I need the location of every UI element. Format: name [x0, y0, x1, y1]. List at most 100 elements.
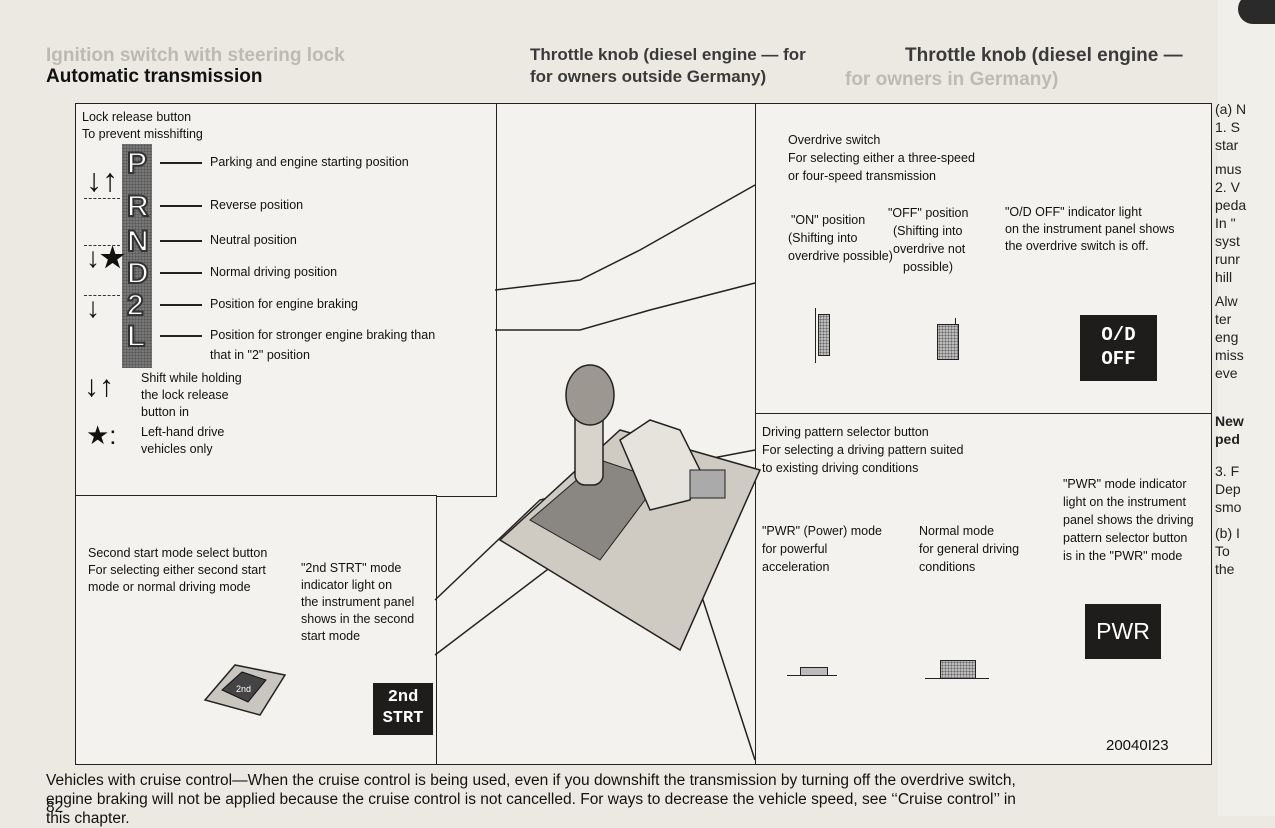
- pwr-mode-line2: for powerful: [762, 542, 828, 556]
- note-line-3: this chapter.: [46, 810, 130, 827]
- legend-arrows-icon: ↓↑: [84, 370, 114, 403]
- edge-fragment: star: [1215, 137, 1239, 153]
- gate-label-d: Normal driving position: [210, 265, 338, 279]
- 2nd-strt-indicator-lamp: 2nd STRT: [373, 683, 433, 735]
- gate-label-r: Reverse position: [210, 198, 304, 212]
- pattern-title: Driving pattern selector button: [762, 425, 929, 439]
- normal-mode-line1: Normal mode: [919, 524, 995, 538]
- ghost-heading-left: Ignition switch with steering lock: [46, 45, 345, 66]
- edge-fragment: ped: [1215, 431, 1240, 447]
- star-icon: ★:: [86, 420, 117, 450]
- gate-letter-r: R: [126, 189, 150, 224]
- gate-label-l: Position for stronger engine braking tha…: [210, 328, 436, 342]
- page-shadow: [1238, 0, 1275, 24]
- pattern-desc1: For selecting a driving pattern suited: [762, 443, 964, 457]
- od-off-line1: "OFF" position: [888, 206, 969, 220]
- figure-id: 20040I23: [1106, 737, 1169, 754]
- second-start-button-illustration: 2nd: [203, 664, 287, 716]
- legend-shift-line2: the lock release: [141, 388, 229, 402]
- pwr-ind-line2: light on the instrument: [1063, 495, 1186, 509]
- ghost-heading-right-1: Throttle knob (diesel engine —: [905, 45, 1183, 66]
- gate-label-2: Position for engine braking: [210, 297, 359, 311]
- pwr-indicator-lamp: PWR: [1085, 604, 1161, 659]
- od-lamp-line1: O/D: [1101, 324, 1136, 346]
- second-start-ind-4: shows in the second: [301, 612, 415, 626]
- gate-leader-line: [160, 205, 202, 207]
- edge-fragment: 2. V: [1215, 179, 1240, 195]
- overdrive-desc2: or four-speed transmission: [788, 169, 936, 183]
- gate-leader-line: [160, 162, 202, 164]
- ghost-heading-mid-2: for owners outside Germany): [530, 67, 767, 86]
- second-start-desc2: mode or normal driving mode: [88, 580, 251, 594]
- second-start-ind-3: the instrument panel: [301, 595, 415, 609]
- second-start-ind-5: start mode: [301, 629, 361, 643]
- legend-shift-line3: button in: [141, 405, 189, 419]
- od-indicator-line1: "O/D OFF" indicator light: [1005, 205, 1142, 219]
- gate-letter-2: 2: [126, 288, 145, 323]
- normal-mode-line3: conditions: [919, 560, 976, 574]
- gate-label-p: Parking and engine starting position: [210, 155, 409, 169]
- second-start-title: Second start mode select button: [88, 546, 268, 560]
- pwr-ind-line3: panel shows the driving: [1063, 513, 1194, 527]
- gate-letter-d: D: [126, 256, 150, 291]
- shift-arrow-2: ↓: [86, 292, 100, 323]
- edge-fragment: (b) I: [1215, 525, 1240, 541]
- lock-release-label: Lock release button: [82, 110, 192, 124]
- note-line-2: engine braking will not be applied becau…: [46, 791, 1016, 808]
- 2nd-strt-lamp-line1: 2nd: [387, 688, 419, 707]
- gate-leader-line: [160, 240, 202, 242]
- edge-fragment: Dep: [1215, 481, 1241, 497]
- cruise-control-note: Vehicles with cruise control—When the cr…: [46, 771, 1016, 828]
- normal-switch-button: [940, 660, 976, 679]
- gate-leader-line: [160, 272, 202, 274]
- gate-leader-line: [160, 335, 202, 337]
- od-on-line2: (Shifting into: [788, 231, 858, 245]
- od-switch-off-button: [937, 324, 959, 360]
- od-off-line4: possible): [903, 260, 954, 274]
- od-on-line1: "ON" position: [791, 213, 866, 227]
- edge-fragment: (a) N: [1215, 101, 1247, 117]
- od-indicator-line3: the overdrive switch is off.: [1005, 239, 1149, 253]
- od-off-indicator-lamp: O/D OFF: [1080, 315, 1157, 381]
- edge-fragment: Alw: [1215, 293, 1238, 309]
- edge-fragment: eve: [1215, 365, 1238, 381]
- misshift-label: To prevent misshifting: [82, 127, 203, 141]
- second-start-ind-2: indicator light on: [301, 578, 393, 592]
- edge-fragment: In ": [1215, 215, 1236, 231]
- pattern-desc2: to existing driving conditions: [762, 461, 919, 475]
- edge-fragment: smo: [1215, 499, 1242, 515]
- od-indicator-line2: on the instrument panel shows: [1005, 222, 1175, 236]
- page-number: 82: [46, 799, 64, 816]
- od-switch-on-button: [818, 314, 830, 356]
- pwr-ind-line1: "PWR" mode indicator: [1063, 477, 1187, 491]
- gate-letter-l: L: [126, 319, 146, 354]
- legend-star-line2: vehicles only: [141, 442, 213, 456]
- od-off-line3: overdrive not: [893, 242, 966, 256]
- edge-fragment: 3. F: [1215, 463, 1240, 479]
- edge-fragment: runr: [1215, 251, 1240, 267]
- edge-fragment: the: [1215, 561, 1235, 577]
- edge-fragment: New: [1215, 413, 1244, 429]
- edge-fragment: ter: [1215, 311, 1232, 327]
- edge-fragment: mus: [1215, 161, 1242, 177]
- shift-gate: [122, 144, 152, 368]
- edge-fragment: To: [1215, 543, 1230, 559]
- pwr-ind-line4: pattern selector button: [1063, 531, 1188, 545]
- edge-fragment: syst: [1215, 233, 1240, 249]
- note-line-1: Vehicles with cruise control—When the cr…: [46, 772, 1016, 789]
- dash-2: [84, 245, 120, 246]
- 2nd-button-text: 2nd: [236, 684, 251, 694]
- od-on-line3: overdrive possible): [788, 249, 893, 263]
- shift-arrow-d: ↓★: [86, 242, 126, 273]
- pwr-mode-line1: "PWR" (Power) mode: [762, 524, 883, 538]
- pwr-switch-button: [800, 667, 828, 676]
- overdrive-title: Overdrive switch: [788, 133, 881, 147]
- 2nd-strt-lamp-line2: STRT: [382, 709, 424, 728]
- pwr-ind-line5: is in the "PWR" mode: [1063, 549, 1183, 563]
- normal-mode-line2: for general driving: [919, 542, 1020, 556]
- dash-3: [84, 295, 120, 296]
- shift-arrows-pr: ↓↑: [86, 162, 118, 198]
- gate-label-n: Neutral position: [210, 233, 297, 247]
